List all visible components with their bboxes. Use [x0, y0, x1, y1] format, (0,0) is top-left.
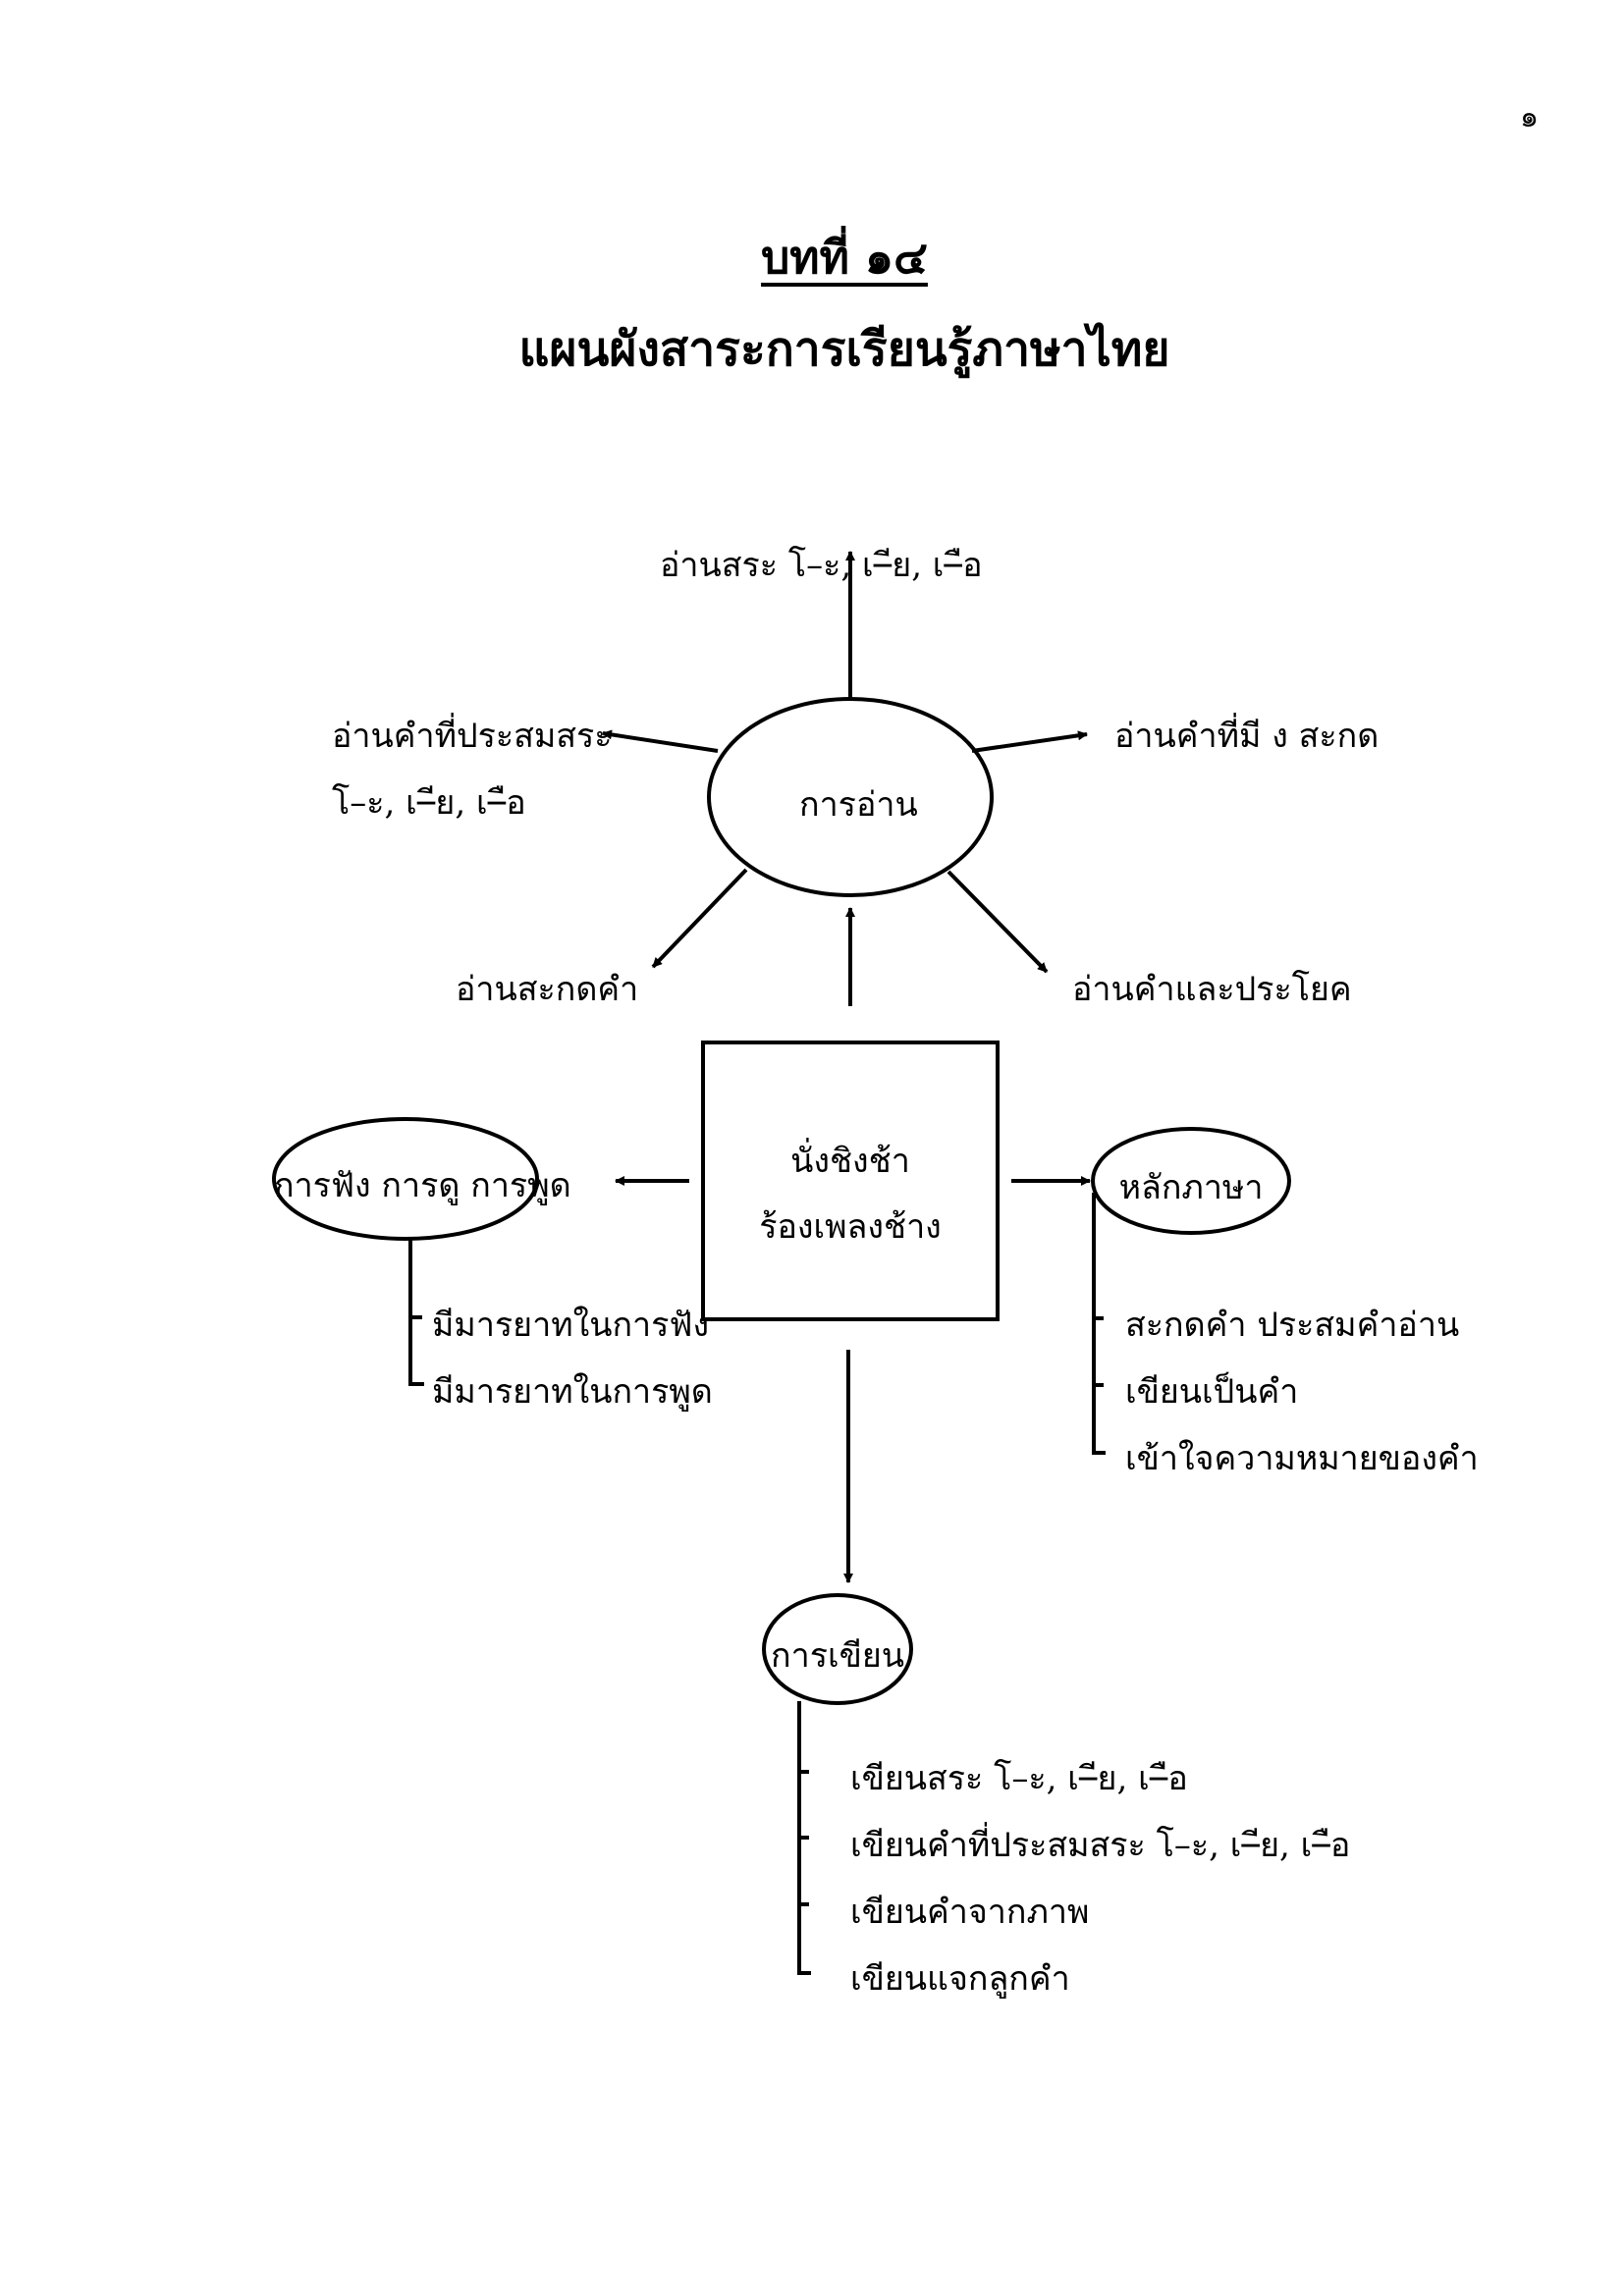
page-title: แผนผังสาระการเรียนรู้ภาษาไทย: [518, 322, 1170, 377]
listening-item: มีมารยาทในการพูด: [432, 1372, 713, 1412]
writing-item: เขียนคำที่ประสมสระ โ–ะ, เ–ีย, เ–ือ: [850, 1826, 1351, 1865]
listening-ellipse: [272, 1117, 539, 1241]
arrow-reading-bottom-right: [947, 870, 1049, 974]
reading-bottom-right-label: อ่านคำและประโยค: [1072, 970, 1352, 1009]
language-item: สะกดคำ ประสมคำอ่าน: [1125, 1306, 1460, 1345]
arrow-reading-bottom-left: [651, 868, 748, 969]
reading-node-label: การอ่าน: [799, 785, 918, 825]
bracket-language: [1092, 1193, 1106, 1455]
language-node-label: หลักภาษา: [1118, 1168, 1264, 1207]
writing-item: เขียนคำจากภาพ: [850, 1893, 1090, 1932]
center-box: [701, 1041, 1000, 1321]
writing-item: เขียนแจกลูกคำ: [850, 1959, 1070, 1999]
reading-bottom-left-label: อ่านสะกดคำ: [456, 970, 639, 1009]
writing-ellipse: [762, 1593, 913, 1705]
bracket-listening: [408, 1239, 424, 1386]
reading-right-label: อ่านคำที่มี ง สะกด: [1114, 717, 1380, 756]
chapter-title: บทที่ ๑๔: [761, 231, 928, 284]
center-line-1: นั่งชิงช้า: [790, 1142, 910, 1181]
writing-node-label: การเขียน: [771, 1636, 904, 1676]
language-item: เขียนเป็นคำ: [1125, 1372, 1299, 1412]
bracket-writing: [797, 1701, 811, 1975]
reading-left-label-1: อ่านคำที่ประสมสระ: [332, 717, 613, 756]
language-item: เข้าใจความหมายของคำ: [1125, 1439, 1479, 1478]
center-line-2: ร้องเพลงช้าง: [759, 1207, 942, 1247]
arrow-reading-left: [602, 729, 719, 753]
language-ellipse: [1091, 1127, 1291, 1235]
listening-node-label: การฟัง การดู การพูด: [274, 1166, 571, 1205]
writing-item: เขียนสระ โ–ะ, เ–ีย, เ–ือ: [850, 1759, 1188, 1798]
listening-item: มีมารยาทในการฟัง: [432, 1306, 710, 1345]
reading-left-label-2: โ–ะ, เ–ีย, เ–ือ: [332, 783, 526, 823]
arrow-reading-right: [971, 730, 1088, 753]
page-number: ๑: [1520, 100, 1540, 134]
reading-top-label: อ่านสระ โ–ะ, เ–ีย, เ–ือ: [660, 546, 983, 585]
